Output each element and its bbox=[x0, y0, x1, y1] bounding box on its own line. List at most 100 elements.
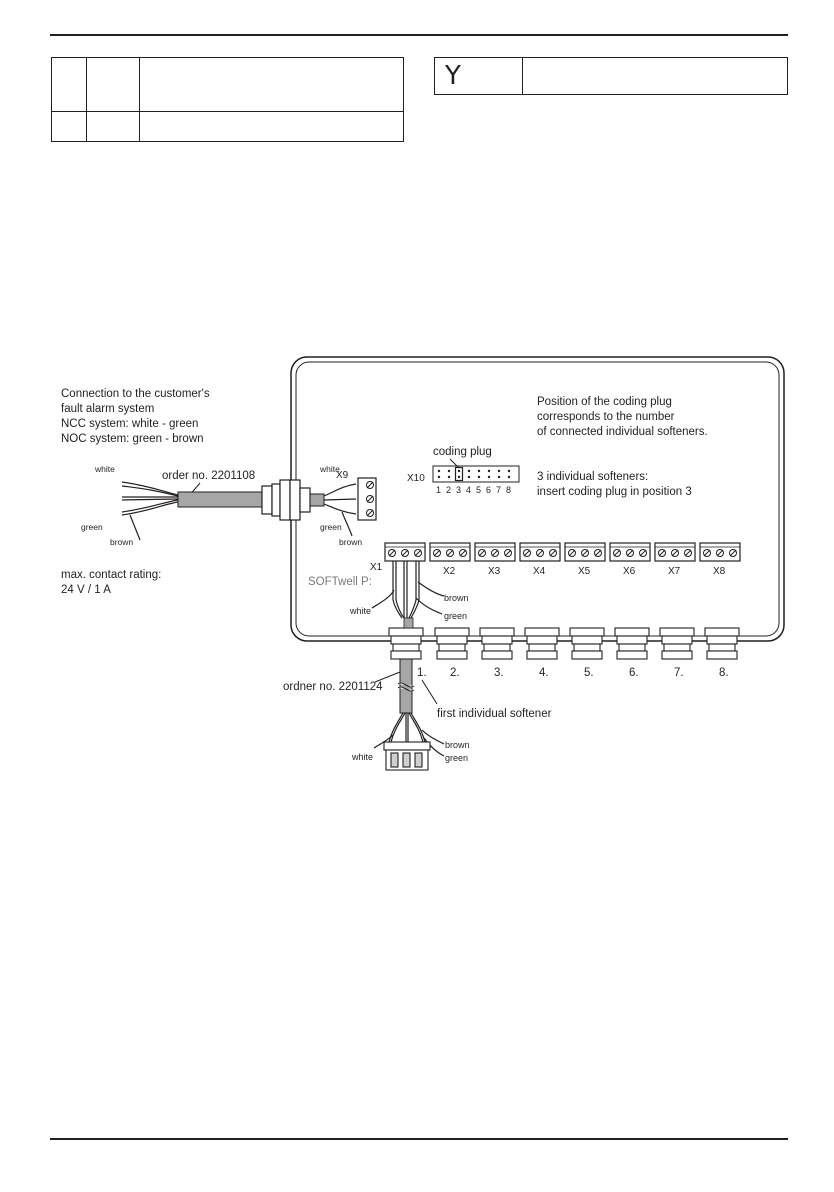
legend-cell bbox=[139, 57, 404, 112]
plug-position: 4 bbox=[466, 485, 471, 495]
wire-label-green: green bbox=[81, 522, 103, 532]
x9-label: X9 bbox=[336, 470, 349, 481]
terminal-label-x7: X7 bbox=[668, 566, 681, 577]
x1-wire-label-white: white bbox=[349, 606, 371, 616]
first-softener-label: first individual softener bbox=[437, 708, 552, 720]
alarm-cable-sheath bbox=[177, 491, 263, 508]
terminal-label-x2: X2 bbox=[443, 566, 456, 577]
alarm-line: NCC system: white - green bbox=[61, 418, 198, 430]
x9-wires bbox=[323, 483, 357, 537]
cable-break-mark bbox=[397, 682, 415, 692]
header-rule bbox=[50, 34, 788, 36]
x10-label: X10 bbox=[407, 473, 425, 484]
x9-wire-label-green: green bbox=[320, 522, 342, 532]
gland-number: 6. bbox=[629, 667, 639, 679]
alarm-connection-note: Connection to the customer's fault alarm… bbox=[61, 388, 210, 445]
gland-number: 8. bbox=[719, 667, 729, 679]
gland-2 bbox=[434, 627, 470, 660]
gland-3 bbox=[479, 627, 515, 660]
alarm-line: fault alarm system bbox=[61, 403, 154, 415]
alarm-line: NOC system: green - brown bbox=[61, 433, 204, 445]
alarm-cable-wires bbox=[121, 481, 179, 541]
plug-position: 5 bbox=[476, 485, 481, 495]
coding-plug-label: coding plug bbox=[433, 446, 492, 458]
y-symbol: Y bbox=[435, 58, 523, 94]
order-no-softener-label: ordner no. 2201124 bbox=[283, 681, 383, 693]
order-no-alarm-label: order no. 2201108 bbox=[162, 470, 255, 482]
softener-connector bbox=[383, 741, 431, 771]
terminal-x2 bbox=[429, 542, 471, 562]
wire-label-brown: brown bbox=[110, 537, 133, 547]
softwell-label: SOFTwell P: bbox=[308, 576, 372, 588]
first-softener-pointer bbox=[421, 679, 438, 705]
gland-4 bbox=[524, 627, 560, 660]
gland-numbers: 1. 2. 3. 4. 5. 6. 7. 8. bbox=[417, 667, 729, 679]
terminal-x8 bbox=[699, 542, 741, 562]
plug-position: 2 bbox=[446, 485, 451, 495]
terminal-label-x4: X4 bbox=[533, 566, 546, 577]
coding-plug-pointer bbox=[449, 458, 460, 469]
order-no-softener-pointer bbox=[374, 671, 401, 683]
x1-wires bbox=[371, 561, 445, 619]
gland-1-cable-entry bbox=[403, 617, 414, 629]
plug-position: 7 bbox=[496, 485, 501, 495]
x10-connector bbox=[432, 465, 520, 483]
terminal-label-x3: X3 bbox=[488, 566, 501, 577]
gland-number: 7. bbox=[674, 667, 684, 679]
x1-wire-label-brown: brown bbox=[444, 593, 469, 603]
x10-pins bbox=[437, 469, 511, 479]
x9-terminal bbox=[357, 477, 377, 521]
coding-note-line: corresponds to the number bbox=[537, 411, 675, 423]
terminal-x7 bbox=[654, 542, 696, 562]
legend-cell bbox=[139, 111, 404, 142]
x1-terminal bbox=[384, 542, 426, 562]
example-line: insert coding plug in position 3 bbox=[537, 486, 692, 498]
max-rating-line: max. contact rating: bbox=[61, 569, 161, 581]
softener-wire-label-white: white bbox=[351, 752, 373, 762]
wire-label-white: white bbox=[94, 464, 115, 474]
plug-position: 8 bbox=[506, 485, 511, 495]
terminal-x4 bbox=[519, 542, 561, 562]
coding-note-line: Position of the coding plug bbox=[537, 396, 672, 408]
gland-1 bbox=[388, 627, 424, 660]
x9-wire-label-white: white bbox=[319, 464, 340, 474]
gland-number: 5. bbox=[584, 667, 594, 679]
terminal-label-x8: X8 bbox=[713, 566, 726, 577]
x1-wire-label-green: green bbox=[444, 611, 467, 621]
plug-position: 3 bbox=[456, 485, 461, 495]
coding-note-line: of connected individual softeners. bbox=[537, 426, 708, 438]
plug-position: 6 bbox=[486, 485, 491, 495]
terminal-x6 bbox=[609, 542, 651, 562]
x9-wire-label-brown: brown bbox=[339, 537, 362, 547]
gland-5 bbox=[569, 627, 605, 660]
terminal-label-x6: X6 bbox=[623, 566, 636, 577]
plug-position-numbers: 1 2 3 4 5 6 7 8 bbox=[436, 485, 511, 495]
plug-position: 1 bbox=[436, 485, 441, 495]
footer-rule bbox=[50, 1138, 788, 1140]
gland-number: 2. bbox=[450, 667, 460, 679]
gland-6 bbox=[614, 627, 650, 660]
x1-label: X1 bbox=[370, 562, 383, 573]
softener-wire-label-brown: brown bbox=[445, 740, 470, 750]
terminal-label-x5: X5 bbox=[578, 566, 591, 577]
example-line: 3 individual softeners: bbox=[537, 471, 648, 483]
terminal-x5 bbox=[564, 542, 606, 562]
coding-example-note: 3 individual softeners: insert coding pl… bbox=[537, 471, 692, 498]
softener-wires bbox=[373, 712, 445, 757]
symbol-box: Y bbox=[434, 57, 788, 95]
max-rating-line: 24 V / 1 A bbox=[61, 584, 111, 596]
alarm-line: Connection to the customer's bbox=[61, 388, 210, 400]
legend-table bbox=[51, 57, 404, 142]
gland-number: 1. bbox=[417, 667, 427, 679]
coding-plug-jumper bbox=[454, 466, 464, 482]
terminal-x3 bbox=[474, 542, 516, 562]
softener-wire-label-green: green bbox=[445, 753, 468, 763]
gland-number: 4. bbox=[539, 667, 549, 679]
alarm-cable-gland bbox=[261, 479, 311, 521]
alarm-cable-inner bbox=[309, 493, 325, 507]
terminal-labels: X2 X3 X4 X5 X6 X7 X8 bbox=[443, 566, 726, 577]
gland-8 bbox=[704, 627, 740, 660]
coding-plug-note: Position of the coding plug corresponds … bbox=[537, 396, 708, 438]
gland-7 bbox=[659, 627, 695, 660]
